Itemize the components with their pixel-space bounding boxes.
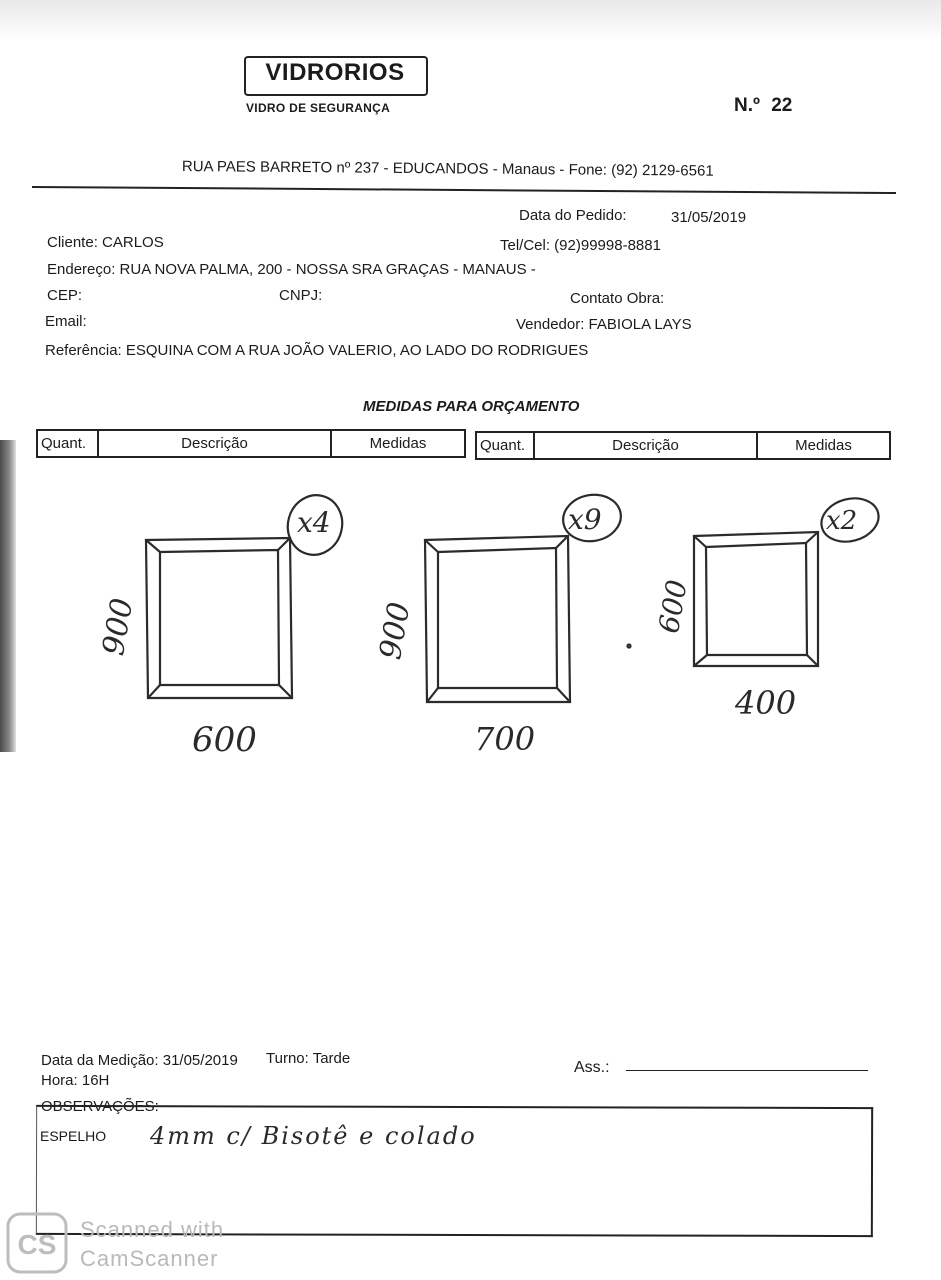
observations-label: OBSERVAÇÕES: [41,1098,159,1115]
camscanner-line1: Scanned with [80,1217,225,1242]
camscanner-logo-text: CS [18,1229,57,1260]
order-date: 31/05/2019 [671,209,747,226]
sketch-3-width: 400 [735,684,797,722]
sketch-frame-3 [692,497,880,668]
address-field: Endereço: RUA NOVA PALMA, 200 - NOSSA SR… [47,261,536,278]
cep-field: CEP: [47,287,83,304]
measurements-title: MEDIDAS PARA ORÇAMENTO [363,398,580,415]
col-descricao: Descrição [97,429,332,458]
order-number-value: 22 [771,95,793,116]
sketch-1-qty: x4 [297,506,331,539]
camscanner-text: Scanned with CamScanner [80,1215,224,1273]
measurements-header-left: Quant. Descrição Medidas [36,429,466,458]
frame-sketches [144,493,880,704]
order-number: N.º 22 [734,95,792,117]
seller-field: Vendedor: FABIOLA LAYS [516,316,692,333]
sketch-3-qty: x2 [826,506,858,536]
site-contact-field: Contato Obra: [570,290,665,307]
measurements-header-right: Quant. Descrição Medidas [475,431,891,460]
col-medidas: Medidas [330,429,466,458]
observation-handwritten: 4mm c/ Bisotê e colado [150,1122,477,1150]
company-tagline: VIDRO DE SEGURANÇA [246,101,391,115]
col-quant-2: Quant. [475,431,535,460]
company-address: RUA PAES BARRETO nº 237 - EDUCANDOS - Ma… [181,158,714,180]
logo-frame [244,56,428,96]
col-medidas-2: Medidas [756,431,891,460]
camscanner-logo: CS [6,1212,68,1274]
order-number-label: N.º [734,95,760,116]
sketch-2-qty: x9 [568,503,602,536]
shift-field: Turno: Tarde [266,1050,351,1067]
observation-item: ESPELHO [40,1128,107,1144]
sketch-1-width: 600 [192,720,257,760]
phone-field: Tel/Cel: (92)99998-8881 [500,237,661,254]
order-date-label: Data do Pedido: [519,207,627,224]
scan-top-shadow [0,0,941,40]
client-field: Cliente: CARLOS [47,234,164,251]
camscanner-line2: CamScanner [80,1246,219,1271]
header-divider [31,186,896,195]
sketch-frame-2 [423,493,622,704]
company-logo: VIDRORIOS [265,59,405,86]
cnpj-field: CNPJ: [279,287,323,304]
scan-edge-shadow [0,440,16,752]
sketch-frame-1 [144,494,344,700]
signature-line [626,1070,868,1071]
measure-date: Data da Medição: 31/05/2019 [41,1052,238,1069]
col-quant: Quant. [36,429,99,458]
col-descricao-2: Descrição [533,431,758,460]
email-field: Email: [45,313,87,330]
time-field: Hora: 16H [41,1072,110,1089]
signature-label: Ass.: [574,1059,610,1076]
sketch-2-width: 700 [474,720,536,758]
reference-field: Referência: ESQUINA COM A RUA JOÃO VALER… [45,342,589,359]
